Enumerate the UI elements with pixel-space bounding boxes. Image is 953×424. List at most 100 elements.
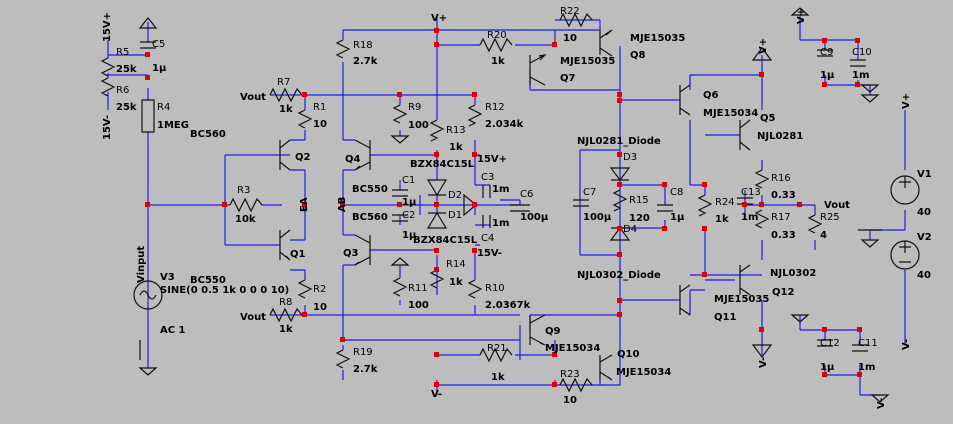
l_d1: D1	[448, 210, 462, 221]
l_r9: R9	[408, 102, 421, 113]
l_v2v: 40	[917, 270, 931, 281]
l_c6v: 100µ	[520, 212, 549, 223]
l_njl302: NJL0302_Diode	[577, 270, 661, 281]
l_c13: C13	[741, 187, 761, 198]
l_r16v: 0.33	[771, 190, 796, 201]
l_c8: C8	[670, 187, 683, 198]
l_r15: R15	[629, 195, 649, 206]
l_r12v: 2.034k	[485, 119, 524, 130]
l_c4v: 1m	[492, 218, 509, 229]
l_vm_bot: V-	[431, 389, 442, 400]
l_r22v: 10	[563, 33, 577, 44]
l_r5: R5	[116, 47, 129, 58]
l_q11: Q11	[714, 312, 736, 323]
l_v2: V2	[917, 232, 932, 243]
junctions	[145, 28, 862, 387]
l_vp_v1: V+	[901, 93, 912, 109]
l_bzx2: BZX84C15L	[413, 235, 478, 246]
l_c5v: 1µ	[152, 63, 167, 74]
l_r19: R19	[353, 347, 373, 358]
l_r20v: 1k	[491, 56, 505, 67]
wires	[107, 15, 906, 396]
l_r21v: 1k	[491, 372, 505, 383]
l_r24: R24	[715, 197, 735, 208]
l_vout2: Vout	[240, 312, 266, 323]
l_mje15034b: MJE15034	[616, 367, 671, 378]
l_mje15034c: MJE15034	[703, 108, 758, 119]
l_r19v: 2.7k	[353, 364, 378, 375]
l_r25v: 4	[820, 230, 827, 241]
l_r10: R10	[485, 283, 505, 294]
l_15vm_b: 15V-	[477, 248, 502, 259]
l_njl281: NJL0281_Diode	[577, 136, 661, 147]
l_c7: C7	[583, 187, 596, 198]
l_vm_out: V-	[758, 357, 769, 368]
l_vm_v2: V-	[901, 339, 912, 350]
l_r22: R22	[560, 6, 580, 17]
l_bc550b: BC550	[352, 184, 388, 195]
l_r18v: 2.7k	[353, 56, 378, 67]
l_c1: C1	[402, 175, 415, 186]
l_r9v: 100	[408, 120, 429, 131]
l_15vp_a: 15V+	[102, 12, 113, 42]
l_r14: R14	[446, 259, 466, 270]
l_r7v: 1k	[279, 104, 293, 115]
l_r25: R25	[820, 212, 840, 223]
l_vp_top: V+	[431, 13, 447, 24]
l_r13v: 1k	[449, 142, 463, 153]
l_c8v: 1µ	[670, 212, 685, 223]
l_c12v: 1µ	[820, 362, 835, 373]
l_d3: D3	[623, 152, 637, 163]
l_q4: Q4	[345, 154, 361, 165]
l_r4: R4	[157, 102, 170, 113]
l_vp_c9: V+	[796, 8, 807, 24]
l_r5v: 25k	[116, 64, 137, 75]
l_d2: D2	[448, 190, 462, 201]
l_mje15035a: MJE15035	[630, 33, 685, 44]
l_r1v: 10	[313, 119, 327, 130]
l_r21: R21	[487, 343, 507, 354]
l_r10v: 2.0367k	[485, 300, 531, 311]
l_c10: C10	[852, 47, 872, 58]
l_c11v: 1m	[858, 362, 875, 373]
l_q1: Q1	[290, 249, 306, 260]
l_c7v: 100µ	[583, 212, 612, 223]
l_r23v: 10	[563, 395, 577, 406]
l_r12: R12	[485, 102, 505, 113]
l_r2: R2	[313, 284, 326, 295]
l_r2v: 10	[313, 302, 327, 313]
l_r20: R20	[487, 30, 507, 41]
l_c4: C4	[481, 233, 494, 244]
l_c3v: 1m	[492, 184, 509, 195]
l_sine: SINE(0 0.5 1k 0 0 0 10)	[160, 285, 289, 296]
labels: 15V+ 15V- R5 25k R6 25k C5 1µ R4 1MEG BC…	[102, 6, 932, 409]
v3-source-circle	[133, 280, 163, 310]
l_d4: D4	[623, 224, 637, 235]
l_v3: V3	[160, 272, 175, 283]
l_q5: Q5	[760, 113, 776, 124]
l_c1v: 1µ	[402, 197, 417, 208]
l_bc560b: BC560	[352, 212, 388, 223]
l_r16: R16	[771, 173, 791, 184]
l_c2: C2	[402, 210, 415, 221]
l_r24v: 1k	[715, 214, 729, 225]
l_mje15035b: MJE15035	[560, 56, 615, 67]
l_r8: R8	[279, 297, 292, 308]
l_vout1: Vout	[240, 92, 266, 103]
l_q7: Q7	[560, 73, 576, 84]
l_bc550a: BC550	[190, 275, 226, 286]
l_c13v: 1m	[741, 212, 758, 223]
l_q9: Q9	[545, 326, 561, 337]
l_c6: C6	[520, 189, 533, 200]
l_c11: C11	[858, 338, 878, 349]
components	[100, 7, 920, 403]
l_r17v: 0.33	[771, 230, 796, 241]
l_ea: EA	[299, 197, 310, 212]
l_vout3: Vout	[824, 200, 850, 211]
l_q3: Q3	[343, 248, 359, 259]
l_q12: Q12	[772, 287, 794, 298]
l_r15v: 120	[629, 213, 650, 224]
l_q8: Q8	[630, 50, 646, 61]
l_c2v: 1µ	[402, 230, 417, 241]
